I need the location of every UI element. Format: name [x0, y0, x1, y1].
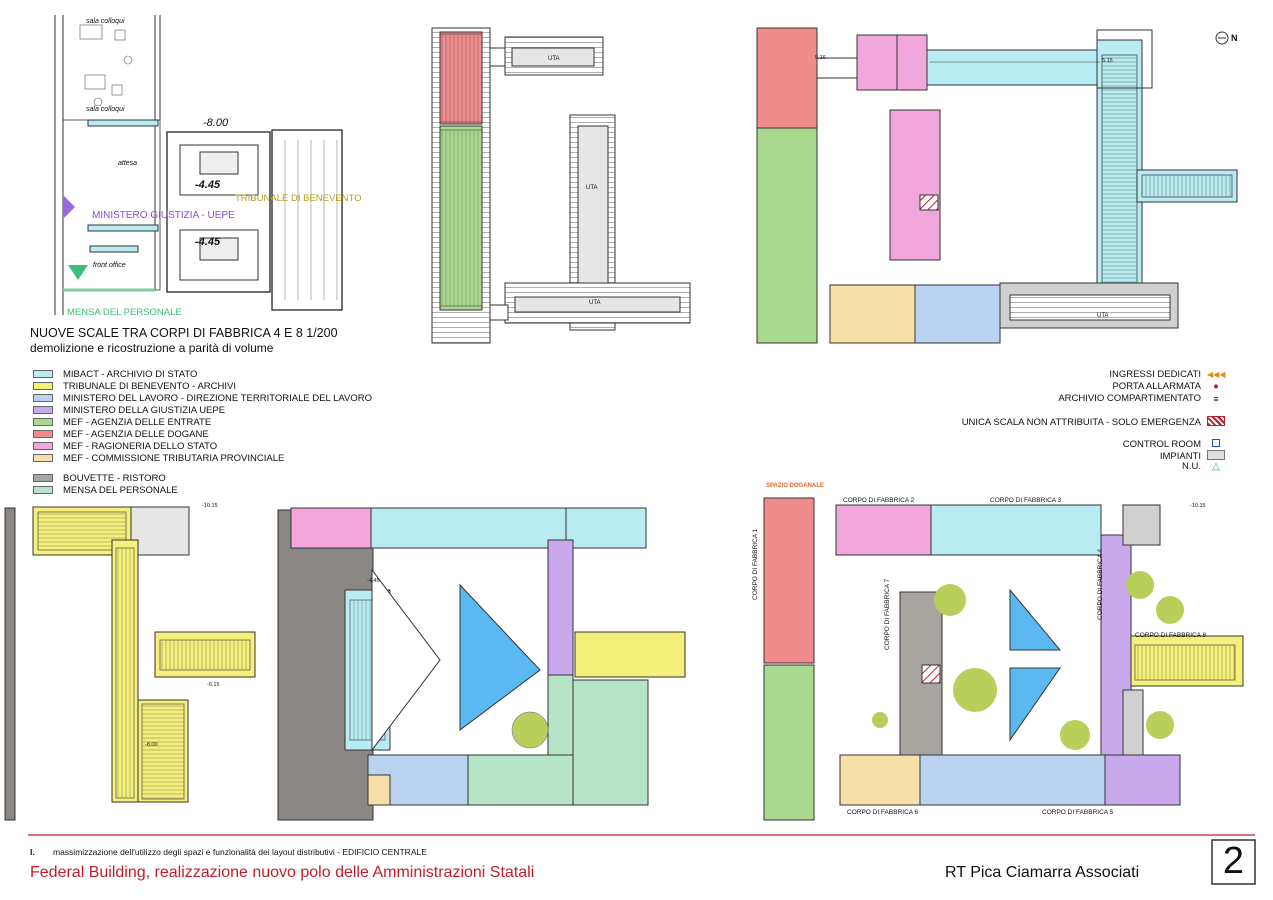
- legend-swatch: [33, 370, 53, 378]
- plan-label-cf3: CORPO DI FABBRICA 3: [990, 497, 1062, 504]
- level-label: -4.45: [195, 236, 221, 248]
- legend-item: MINISTERO DEL LAVORO - DIREZIONE TERRITO…: [33, 392, 372, 404]
- plan-label-cf7: CORPO DI FABBRICA 7: [884, 578, 891, 650]
- plan-top-middle: [431, 27, 691, 344]
- footer-index: I.: [30, 847, 35, 857]
- legend-swatch: [33, 430, 53, 438]
- legend-swatch: [33, 442, 53, 450]
- legend-item: MENSA DEL PERSONALE: [33, 484, 178, 496]
- plan-level: -10.15: [202, 503, 218, 509]
- plan-label-cf6: CORPO DI FABBRICA 6: [847, 809, 919, 816]
- legend-ingressi: INGRESSI DEDICATI◀◀◀: [1109, 369, 1226, 380]
- plan-label-spazio: SPAZIO DOGANALE: [766, 483, 824, 489]
- plan-label-uta: UTA: [548, 56, 560, 62]
- dot-icon: ●: [1213, 381, 1219, 392]
- legend-archivio: ARCHIVIO COMPARTIMENTATO≡: [1058, 393, 1225, 404]
- scheme-title: NUOVE SCALE TRA CORPI DI FABBRICA 4 E 8 …: [30, 326, 338, 340]
- legend-item: BOUVETTE - RISTORO: [33, 472, 166, 484]
- plan-label-uta: UTA: [1097, 313, 1109, 319]
- footer-title: Federal Building, realizzazione nuovo po…: [30, 864, 535, 881]
- legend-item: MEF - AGENZIA DELLE DOGANE: [33, 428, 209, 440]
- plan-label-cf2: CORPO DI FABBRICA 2: [843, 497, 915, 504]
- plan-level: -8.00: [145, 742, 158, 748]
- legend-swatch: [33, 382, 53, 390]
- plan-bottom-middle: [277, 507, 686, 821]
- legend-swatch: [33, 406, 53, 414]
- stripes-icon: ≡: [1213, 393, 1219, 404]
- room-label: attesa: [118, 160, 138, 167]
- legend-scala: UNICA SCALA NON ATTRIBUITA - SOLO EMERGE…: [962, 416, 1225, 429]
- hatch-icon: [1207, 416, 1225, 429]
- scheme-subtitle: demolizione e ricostruzione a parità di …: [30, 341, 274, 355]
- plan-level: -10.15: [1190, 503, 1206, 509]
- legend-item: MEF - RAGIONERIA DELLO STATO: [33, 440, 217, 452]
- plan-label-uta: UTA: [586, 185, 598, 191]
- scheme-tribunale: TRIBUNALE DI BENEVENTO: [235, 193, 362, 204]
- plan-label-uta: UTA: [589, 300, 601, 306]
- plan-top-right: [756, 27, 1238, 344]
- plan-level: 5.16: [815, 55, 826, 61]
- legend-item: MEF - COMMISSIONE TRIBUTARIA PROVINCIALE: [33, 452, 284, 464]
- north-label: N: [1231, 33, 1238, 43]
- level-label: -8.00: [203, 117, 229, 129]
- scheme-ministero: MINISTERO GIUSTIZIA - UEPE: [92, 210, 235, 221]
- square-icon: [1207, 439, 1225, 450]
- footer-desc: massimizzazione dell'utilizzo degli spaz…: [53, 847, 427, 857]
- plan-label-cf8: CORPO DI FABBRICA 8: [1135, 632, 1207, 639]
- legend-item: MINISTERO DELLA GIUSTIZIA UEPE: [33, 404, 225, 416]
- footer-firm: RT Pica Ciamarra Associati: [945, 864, 1140, 881]
- plan-level: -6.15: [207, 682, 220, 688]
- box-icon: [1207, 450, 1225, 463]
- plan-label-cf1: CORPO DI FABBRICA 1: [752, 528, 759, 600]
- legend-item: TRIBUNALE DI BENEVENTO - ARCHIVI: [33, 380, 236, 392]
- legend-swatch: [33, 474, 53, 482]
- legend-nu: N.U.△: [1182, 461, 1225, 472]
- plan-bottom-left: [4, 506, 256, 821]
- legend-swatch: [33, 418, 53, 426]
- plan-label-cf5: CORPO DI FABBRICA 5: [1042, 809, 1114, 816]
- legend-swatch: [33, 454, 53, 462]
- page-box: [1211, 839, 1256, 885]
- legend-swatch: [33, 394, 53, 402]
- north-arrow-icon: [1215, 31, 1229, 45]
- plan-level: -4.45: [367, 578, 380, 584]
- level-label: -4.45: [195, 179, 221, 191]
- legend-control: CONTROL ROOM: [1123, 439, 1225, 450]
- triangle-outline-icon: △: [1212, 461, 1220, 472]
- detail-scheme: [54, 15, 343, 315]
- page-number: 2: [1222, 840, 1245, 882]
- plan-bottom-right: [763, 497, 1244, 821]
- legend-item: MEF - AGENZIA DELLE ENTRATE: [33, 416, 211, 428]
- scheme-mensa: MENSA DEL PERSONALE: [67, 307, 182, 318]
- plan-level: 5.15: [1102, 58, 1113, 64]
- room-label: front office: [93, 262, 126, 269]
- legend-swatch: [33, 486, 53, 494]
- triangle-icon: ◀◀◀: [1207, 370, 1226, 379]
- room-label: sala colloqui: [86, 18, 125, 25]
- room-label: sala colloqui: [86, 106, 125, 113]
- legend-impianti: IMPIANTI: [1160, 450, 1225, 463]
- plan-label-cf4: CORPO DI FABBRICA 4: [1097, 548, 1104, 620]
- legend-item: MIBACT - ARCHIVIO DI STATO: [33, 368, 197, 380]
- legend-porta: PORTA ALLARMATA●: [1112, 381, 1225, 392]
